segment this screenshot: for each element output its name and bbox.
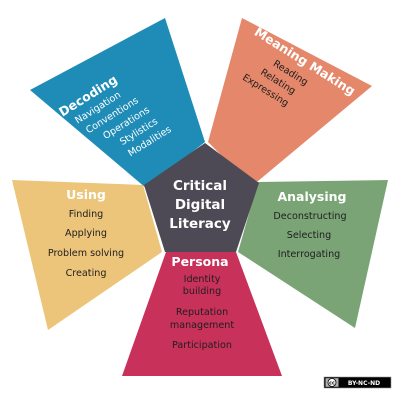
using-segment [12, 180, 162, 330]
center-title-line2: Digital [175, 197, 225, 213]
analysing-item-deconstructing: Deconstructing [273, 211, 346, 222]
persona-segment [122, 252, 282, 376]
decoding-segment [30, 18, 205, 188]
meaning-making-segment [208, 18, 372, 186]
analysing-item-selecting: Selecting [287, 230, 331, 241]
using-item-problem-solving: Problem solving [48, 248, 124, 259]
using-title: Using [66, 187, 106, 202]
center-title-line3: Literacy [169, 216, 231, 232]
analysing-title: Analysing [277, 189, 346, 204]
using-item-finding: Finding [69, 209, 104, 220]
persona-item-reputation-line1: Reputation [176, 307, 228, 318]
cc-label: cc [329, 382, 335, 387]
persona-item-reputation-line2: management [170, 320, 235, 331]
analysing-segment [238, 180, 388, 328]
license-label: BY-NC-ND [348, 380, 380, 387]
center-pentagon [144, 143, 259, 252]
persona-item-identity-line2: building [183, 286, 221, 297]
persona-title: Persona [171, 254, 228, 269]
persona-item-identity-line1: Identity [184, 274, 221, 285]
center-title-line1: Critical [173, 178, 227, 194]
using-item-creating: Creating [66, 268, 107, 279]
cc-icon [327, 378, 337, 387]
persona-item-participation: Participation [172, 340, 232, 351]
using-item-applying: Applying [65, 228, 107, 239]
license-badge[interactable]: cc BY-NC-ND [323, 376, 392, 389]
analysing-item-interrogating: Interrogating [278, 249, 341, 260]
